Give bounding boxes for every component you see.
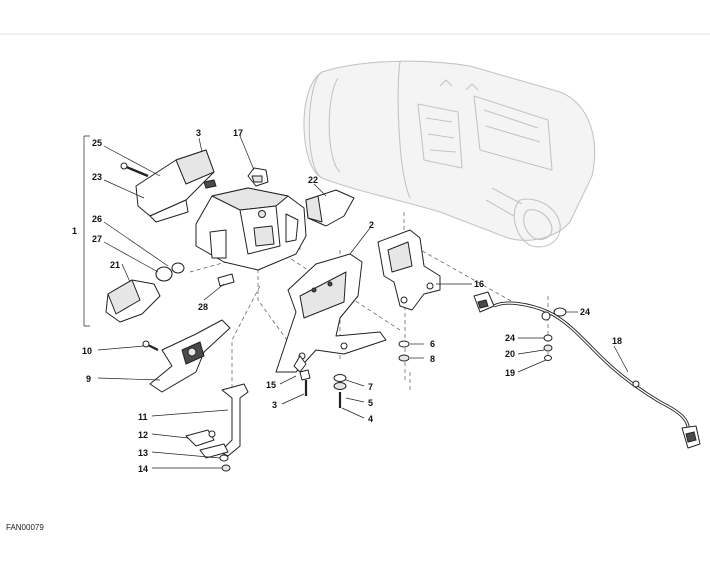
nut-13-14 (219, 454, 231, 472)
bolt-28 (217, 273, 235, 287)
bracket-16 (377, 229, 441, 311)
callout-17: 17 (233, 128, 243, 138)
gasket-26-27 (155, 262, 185, 282)
bracket-11-12 (185, 383, 249, 459)
ghost-exhaust-silencer (303, 60, 596, 248)
callout-24-mid: 24 (505, 333, 515, 343)
callout-26: 26 (92, 214, 102, 224)
callout-6: 6 (430, 339, 435, 349)
clip-17 (247, 167, 269, 187)
fasteners-7-5-4 (333, 374, 347, 408)
screw-15-3 (299, 369, 311, 396)
callout-10: 10 (82, 346, 92, 356)
plate-holder-body (195, 187, 307, 271)
screw-25 (120, 162, 149, 178)
callout-25: 25 (92, 138, 102, 148)
callout-3-bottom: 3 (272, 400, 277, 410)
callout-16: 16 (474, 279, 484, 289)
callout-13: 13 (138, 448, 148, 458)
grommets-24-20-19 (543, 307, 567, 361)
figure-code: FAN00079 (6, 523, 44, 532)
callout-8: 8 (430, 354, 435, 364)
callout-5: 5 (368, 398, 373, 408)
callout-9: 9 (86, 374, 91, 384)
callout-27: 27 (92, 234, 102, 244)
callout-21: 21 (110, 260, 120, 270)
group-label-1: 1 (72, 226, 77, 236)
washers-6-8 (398, 340, 410, 362)
callout-4: 4 (368, 414, 373, 424)
reflector-plate-9 (149, 319, 231, 393)
tail-light-housing (135, 149, 217, 223)
callout-14: 14 (138, 464, 148, 474)
turn-signal-22 (305, 189, 355, 227)
callout-24-top: 24 (580, 307, 590, 317)
callout-22: 22 (308, 175, 318, 185)
callout-19: 19 (505, 368, 515, 378)
bolt-10 (142, 340, 159, 351)
callout-20: 20 (505, 349, 515, 359)
license-bracket-2 (275, 253, 387, 373)
turn-signal-21 (105, 279, 161, 323)
callout-7: 7 (368, 382, 373, 392)
callout-28: 28 (198, 302, 208, 312)
callout-2: 2 (369, 220, 374, 230)
callout-11: 11 (138, 412, 148, 422)
callout-18: 18 (612, 336, 622, 346)
callout-3-top: 3 (196, 128, 201, 138)
wiring-cable-18 (473, 291, 701, 449)
callout-labels: 1 25 23 26 27 21 3 17 22 2 28 16 24 24 2… (72, 128, 622, 474)
leader-lines (83, 135, 629, 469)
callout-15: 15 (266, 380, 276, 390)
callout-12: 12 (138, 430, 148, 440)
callout-23: 23 (92, 172, 102, 182)
